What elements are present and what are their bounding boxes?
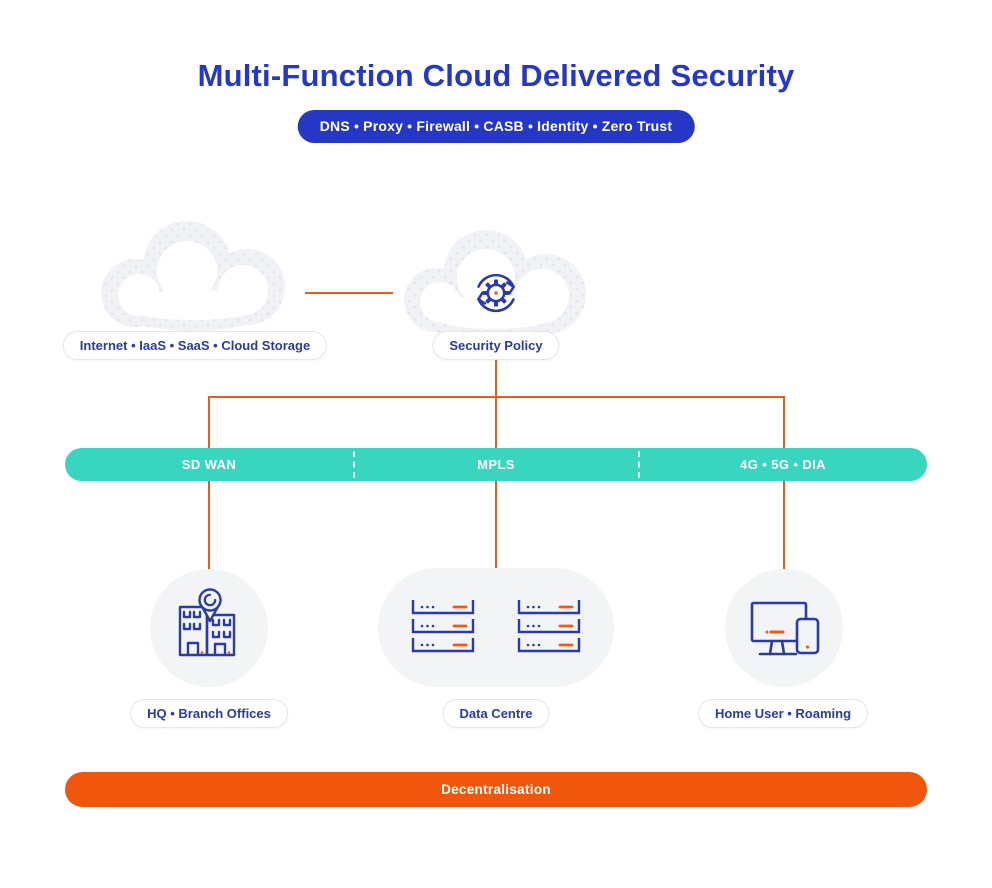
security-policy-label: Security Policy [432,331,560,360]
connector-dia-drop [783,396,785,569]
home-user-endpoint-circle [725,569,843,687]
connector-distribution-horizontal [208,396,785,398]
desktop-mobile-icon [750,601,820,656]
internet-cloud [85,215,310,337]
data-centre-endpoint [378,568,614,687]
security-cloud [388,220,606,348]
hq-endpoint-circle [150,569,268,687]
transport-segment-mpls: MPLS [477,457,515,472]
building-location-icon [178,588,236,657]
hq-label: HQ • Branch Offices [130,699,288,728]
server-racks-icon [411,600,581,653]
connector-sdwan-drop [208,396,210,569]
page-title: Multi-Function Cloud Delivered Security [197,58,795,93]
data-centre-label: Data Centre [442,699,550,728]
connector-cloud-to-cloud [305,292,393,294]
cloud-icon [101,221,285,331]
transport-segment-4g5gdia: 4G • 5G • DIA [740,457,826,472]
sync-gear-icon [477,273,515,313]
transport-bar: SD WAN MPLS 4G • 5G • DIA [65,448,927,481]
transport-segment-sdwan: SD WAN [181,457,237,472]
transport-divider [638,451,640,478]
transport-divider [353,451,355,478]
home-user-label: Home User • Roaming [697,699,869,728]
internet-cloud-label: Internet • IaaS • SaaS • Cloud Storage [62,331,328,360]
decentralisation-bar: Decentralisation [65,772,927,807]
security-functions-badge: DNS • Proxy • Firewall • CASB • Identity… [297,110,695,143]
